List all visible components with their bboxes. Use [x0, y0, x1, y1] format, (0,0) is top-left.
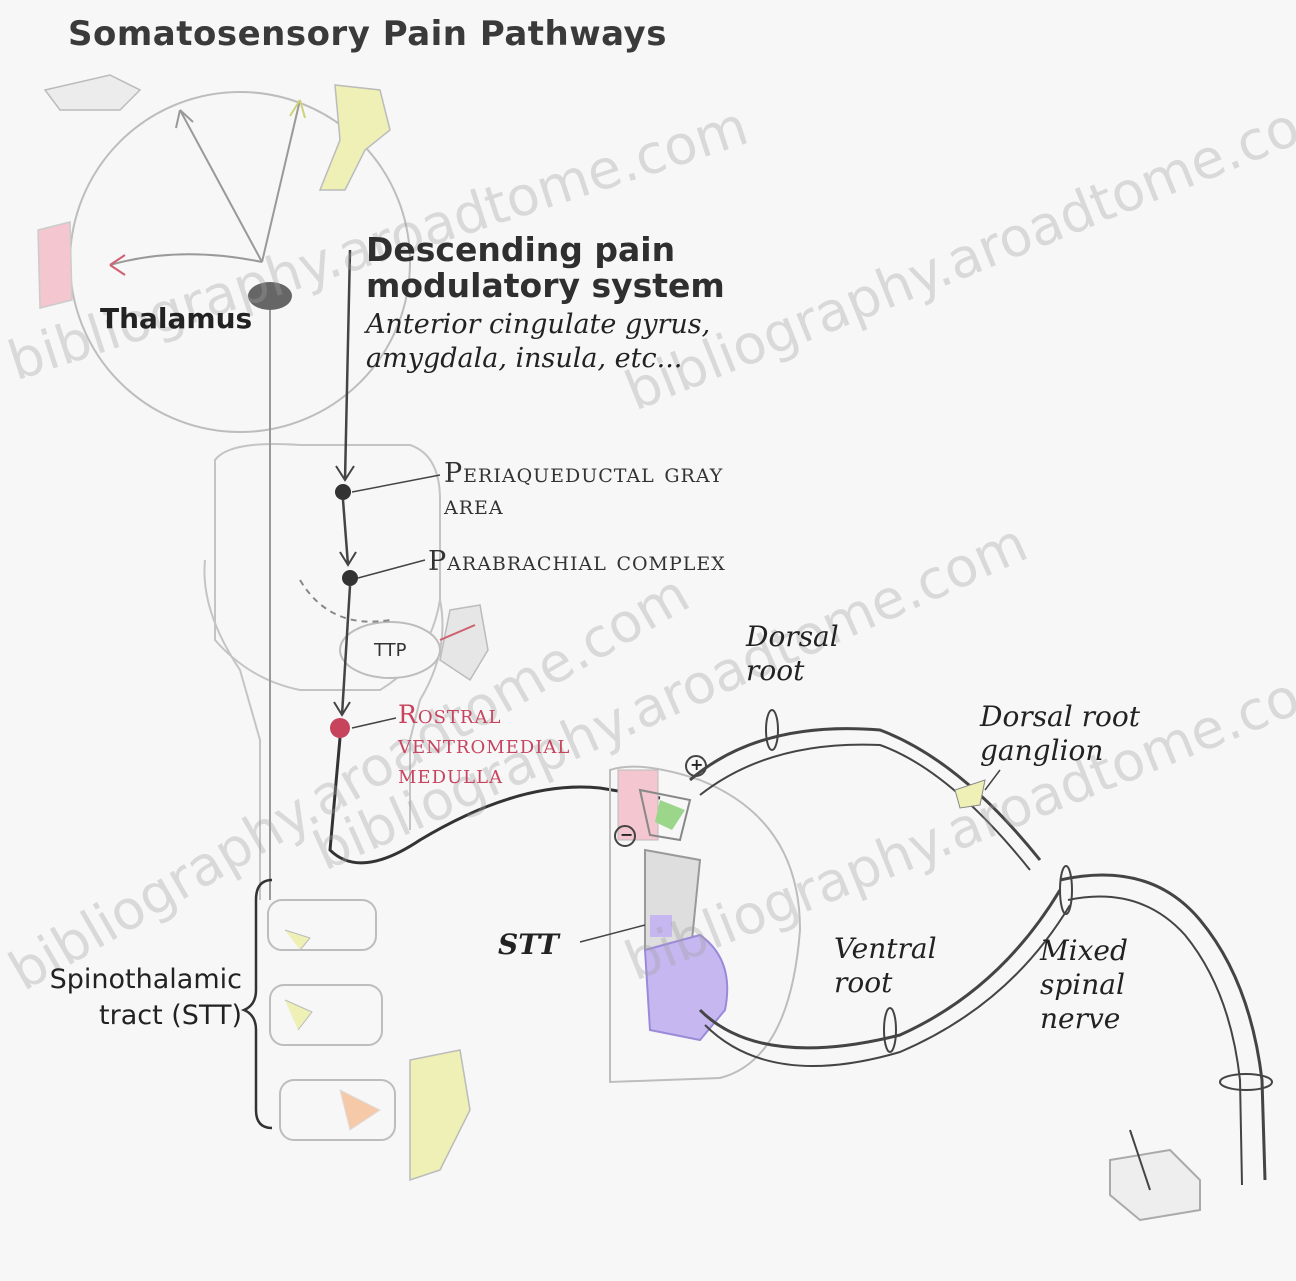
stt-short-label: STT — [498, 928, 559, 961]
plus-sign: + — [690, 755, 703, 774]
mixed-nerve-label: Mixed spinal nerve — [1040, 934, 1128, 1036]
segment-marker-3 — [340, 1090, 380, 1130]
ventral-root-label: Ventral root — [834, 932, 937, 1000]
diagram-title: Somatosensory Pain Pathways — [68, 14, 667, 54]
ventral-root-line1: Ventral — [834, 932, 937, 966]
stt-long-label: Spinothalamic tract (STT) — [22, 962, 242, 1034]
parabrachial-label: Parabrachial complex — [428, 546, 726, 577]
rvm-label-line2: ventromedial — [398, 730, 570, 760]
pag-label: Periaqueductal gray area — [444, 458, 723, 522]
pag-node — [335, 484, 351, 500]
rvm-label-line1: Rostral — [398, 700, 570, 730]
rvm-label-line3: medulla — [398, 760, 570, 790]
skin-receptor — [1110, 1150, 1200, 1220]
leg-silhouette-top — [320, 85, 390, 190]
ventral-root-cut — [884, 1008, 896, 1052]
dorsal-root-line1: Dorsal — [746, 620, 839, 654]
ascending-arrow-1 — [180, 110, 262, 262]
peripheral-nerve-cut — [1220, 1074, 1272, 1090]
mixed-line1: Mixed — [1040, 934, 1128, 968]
segment-marker-1 — [285, 930, 310, 950]
descending-heading-line1: Descending pain — [366, 232, 725, 268]
minus-sign: − — [620, 825, 633, 844]
parabrachial-node — [342, 570, 358, 586]
cord-segment-2 — [270, 985, 382, 1045]
ttp-label: TTP — [374, 640, 407, 661]
rvm-label: Rostral ventromedial medulla — [398, 700, 570, 790]
stt-long-line2: tract (STT) — [22, 998, 242, 1034]
segment-marker-2 — [285, 1000, 312, 1030]
drg-label: Dorsal root ganglion — [980, 700, 1140, 768]
ventral-root-line2: root — [834, 966, 937, 1000]
mixed-line2: spinal — [1040, 968, 1128, 1002]
leg-silhouette-bottom — [410, 1050, 470, 1180]
dorsal-root-line2: root — [746, 654, 839, 688]
descending-sub-line1: Anterior cingulate gyrus, — [366, 308, 710, 342]
descending-heading-line2: modulatory system — [366, 268, 725, 304]
dorsal-root-label: Dorsal root — [746, 620, 839, 688]
face-silhouette — [38, 222, 72, 308]
pag-label-line2: area — [444, 490, 723, 522]
hand-silhouette — [45, 75, 140, 110]
descending-sub-line2: amygdala, insula, etc... — [366, 342, 710, 376]
descending-heading: Descending pain modulatory system — [366, 232, 725, 304]
dashed-connection — [300, 580, 390, 622]
mixed-line3: nerve — [1040, 1002, 1128, 1036]
pag-label-line1: Periaqueductal gray — [444, 458, 723, 490]
pag-leader — [352, 475, 440, 492]
stt-long-line1: Spinothalamic — [22, 962, 242, 998]
parabrachial-leader — [358, 560, 425, 578]
thalamus-label: Thalamus — [100, 302, 252, 335]
descending-subtext: Anterior cingulate gyrus, amygdala, insu… — [366, 308, 710, 376]
cord-segment-1 — [268, 900, 376, 950]
drg-line1: Dorsal root — [980, 700, 1140, 734]
dorsal-root-cut — [766, 710, 778, 750]
rvm-node — [330, 718, 350, 738]
descending-line-2 — [343, 500, 348, 565]
dorsal-horn-green — [655, 800, 685, 830]
drg-line2: ganglion — [980, 734, 1140, 768]
mixed-nerve-cut — [1060, 866, 1072, 914]
